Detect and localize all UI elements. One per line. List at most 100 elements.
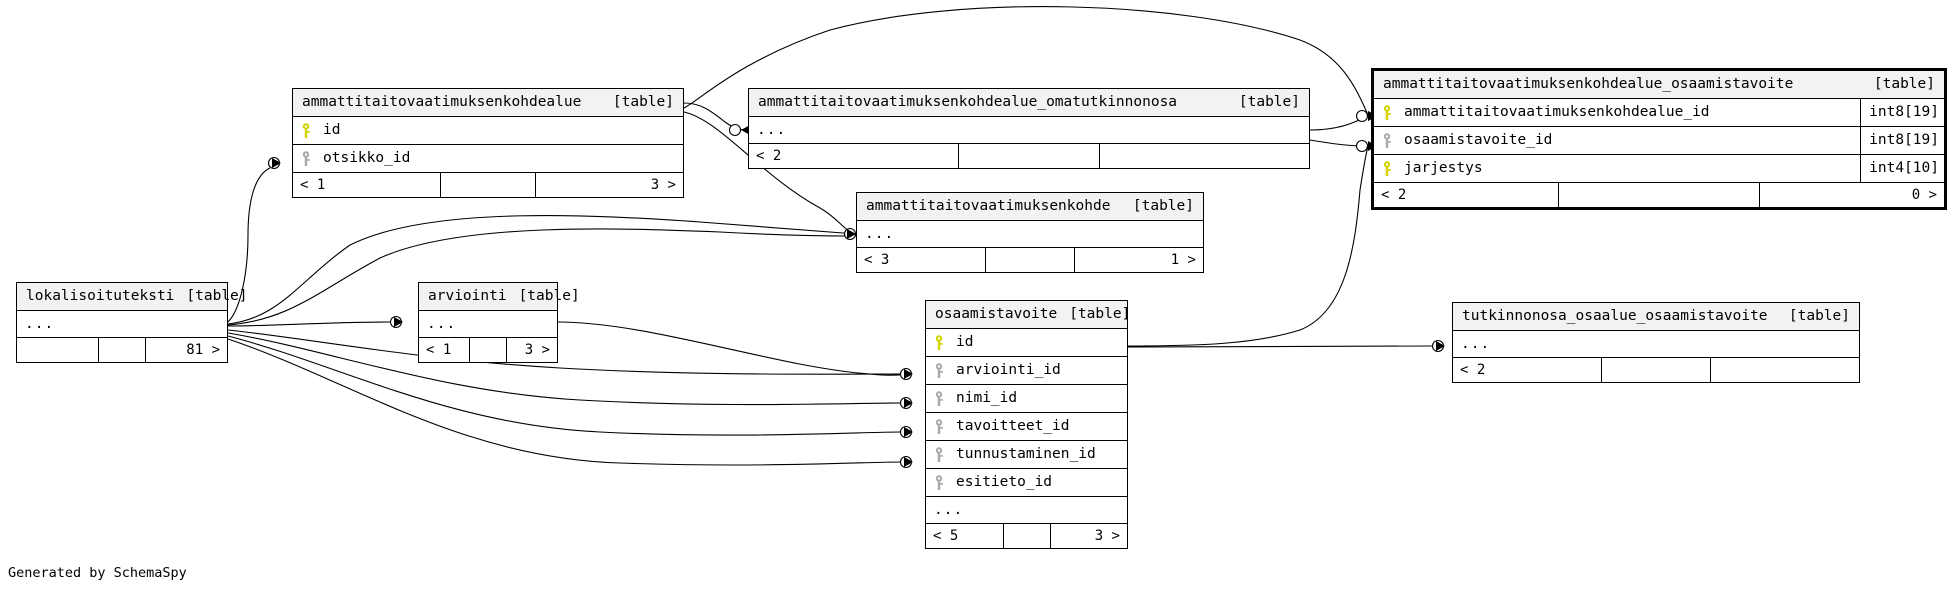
table-footer: < 2 0 > [1374, 183, 1944, 207]
footer-children [1710, 358, 1859, 382]
footer-children: 1 > [1074, 248, 1203, 272]
column-type: int8[19] [1860, 99, 1944, 126]
footer-middle [98, 338, 145, 362]
table-column[interactable]: ammattitaitovaatimuksenkohdealue_id int8… [1374, 99, 1944, 127]
footer-middle [985, 248, 1074, 272]
table-column[interactable]: arviointi_id [926, 357, 1127, 385]
table-lokalisoituteksti[interactable]: lokalisoituteksti [table] ... 81 > [16, 282, 248, 363]
table-tag: [table] [1238, 94, 1300, 111]
table-name: ammattitaitovaatimuksenkohde [866, 198, 1111, 215]
table-title: osaamistavoite [table] [926, 301, 1131, 329]
column-name: id [956, 335, 974, 350]
table-title: ammattitaitovaatimuksenkohdealue [table] [293, 89, 683, 117]
footer-middle [1601, 358, 1710, 382]
column-name: jarjestys [1404, 161, 1483, 176]
columns-ellipsis: ... [419, 311, 557, 338]
table-tag: [table] [1788, 308, 1850, 325]
table-footer: < 2 [1453, 358, 1859, 382]
table-name: ammattitaitovaatimuksenkohdealue_omatutk… [758, 94, 1178, 111]
table-column[interactable]: id [926, 329, 1127, 357]
table-title: lokalisoituteksti [table] [17, 283, 248, 311]
table-footer: < 1 3 > [293, 173, 683, 197]
footer-middle [1558, 183, 1759, 207]
table-column[interactable]: nimi_id [926, 385, 1127, 413]
table-column[interactable]: tunnustaminen_id [926, 441, 1127, 469]
column-name: tavoitteet_id [956, 419, 1070, 434]
key-icon-foreign [1374, 127, 1400, 154]
key-icon-primary [1374, 99, 1400, 126]
column-name: esitieto_id [956, 475, 1053, 490]
footer-middle [440, 173, 535, 197]
table-tag: [table] [1069, 306, 1131, 323]
table-column[interactable]: osaamistavoite_id int8[19] [1374, 127, 1944, 155]
key-icon-primary [926, 329, 952, 356]
table-column[interactable]: jarjestys int4[10] [1374, 155, 1944, 183]
columns-ellipsis: ... [857, 221, 1203, 248]
footer-middle [469, 338, 506, 362]
table-footer: < 3 1 > [857, 248, 1203, 272]
table-column[interactable]: id [293, 117, 683, 145]
table-name: lokalisoituteksti [26, 288, 175, 305]
table-arviointi[interactable]: arviointi [table] ... < 1 3 > [418, 282, 580, 363]
footer-parents: < 5 [933, 528, 959, 544]
footer-middle [1002, 524, 1050, 548]
table-footer: 81 > [17, 338, 227, 362]
table-tutkinnonosa-osaalue-osaamistavoite[interactable]: tutkinnonosa_osaalue_osaamistavoite [tab… [1452, 302, 1860, 383]
table-name: ammattitaitovaatimuksenkohdealue [302, 94, 582, 111]
key-icon-foreign [293, 145, 319, 172]
columns-ellipsis: ... [926, 497, 1127, 524]
footer-parents: < 2 [756, 148, 782, 164]
table-ammattitaitovaatimuksenkohde[interactable]: ammattitaitovaatimuksenkohde [table] ...… [856, 192, 1204, 273]
table-column[interactable]: otsikko_id [293, 145, 683, 173]
column-name: tunnustaminen_id [956, 447, 1096, 462]
key-icon-foreign [926, 357, 952, 384]
table-name: tutkinnonosa_osaalue_osaamistavoite [1462, 308, 1768, 325]
table-osaamistavoite[interactable]: osaamistavoite [table] id arviointi_id n… [925, 300, 1131, 549]
column-name: ammattitaitovaatimuksenkohdealue_id [1404, 105, 1710, 120]
table-column[interactable]: tavoitteet_id [926, 413, 1127, 441]
table-ammattitaitovaatimuksenkohdealue[interactable]: ammattitaitovaatimuksenkohdealue [table]… [292, 88, 684, 198]
column-name: arviointi_id [956, 363, 1061, 378]
footer-children [1099, 144, 1309, 168]
columns-ellipsis: ... [1453, 331, 1859, 358]
key-icon-foreign [926, 469, 952, 496]
columns-ellipsis: ... [749, 117, 1309, 144]
column-name: id [323, 123, 341, 138]
table-tag: [table] [612, 94, 674, 111]
footer-children: 3 > [1049, 524, 1128, 548]
footer-children: 81 > [145, 338, 227, 362]
key-icon-foreign [926, 385, 952, 412]
footer-children: 3 > [506, 338, 557, 362]
footer-parents: < 2 [1460, 362, 1486, 378]
table-title: ammattitaitovaatimuksenkohde [table] [857, 193, 1203, 221]
key-icon-primary [293, 117, 319, 144]
columns-ellipsis: ... [17, 311, 227, 338]
generator-credit: Generated by SchemaSpy [8, 565, 187, 581]
table-ammattitaitovaatimuksenkohdealue-osaamistavoite[interactable]: ammattitaitovaatimuksenkohdealue_osaamis… [1371, 68, 1947, 210]
table-footer: < 5 3 > [926, 524, 1127, 548]
table-title: tutkinnonosa_osaalue_osaamistavoite [tab… [1453, 303, 1859, 331]
table-title: ammattitaitovaatimuksenkohdealue_osaamis… [1374, 71, 1944, 99]
table-name: arviointi [428, 288, 507, 305]
footer-parents: < 1 [300, 177, 326, 193]
table-title: arviointi [table] [419, 283, 580, 311]
table-footer: < 1 3 > [419, 338, 557, 362]
key-icon-primary [1374, 155, 1400, 182]
key-icon-foreign [926, 413, 952, 440]
table-name: osaamistavoite [935, 306, 1058, 323]
footer-parents: < 2 [1381, 187, 1407, 203]
footer-parents: < 1 [426, 342, 452, 358]
table-name: ammattitaitovaatimuksenkohdealue_osaamis… [1383, 76, 1794, 93]
footer-parents [17, 338, 98, 362]
table-tag: [table] [1873, 76, 1935, 93]
key-icon-foreign [926, 441, 952, 468]
footer-children: 3 > [535, 173, 683, 197]
footer-middle [958, 144, 1099, 168]
table-ammattitaitovaatimuksenkohdealue-omatutkinnonosa[interactable]: ammattitaitovaatimuksenkohdealue_omatutk… [748, 88, 1310, 169]
table-column[interactable]: esitieto_id [926, 469, 1127, 497]
table-footer: < 2 [749, 144, 1309, 168]
table-title: ammattitaitovaatimuksenkohdealue_omatutk… [749, 89, 1309, 117]
column-type: int4[10] [1860, 155, 1944, 182]
table-tag: [table] [1132, 198, 1194, 215]
